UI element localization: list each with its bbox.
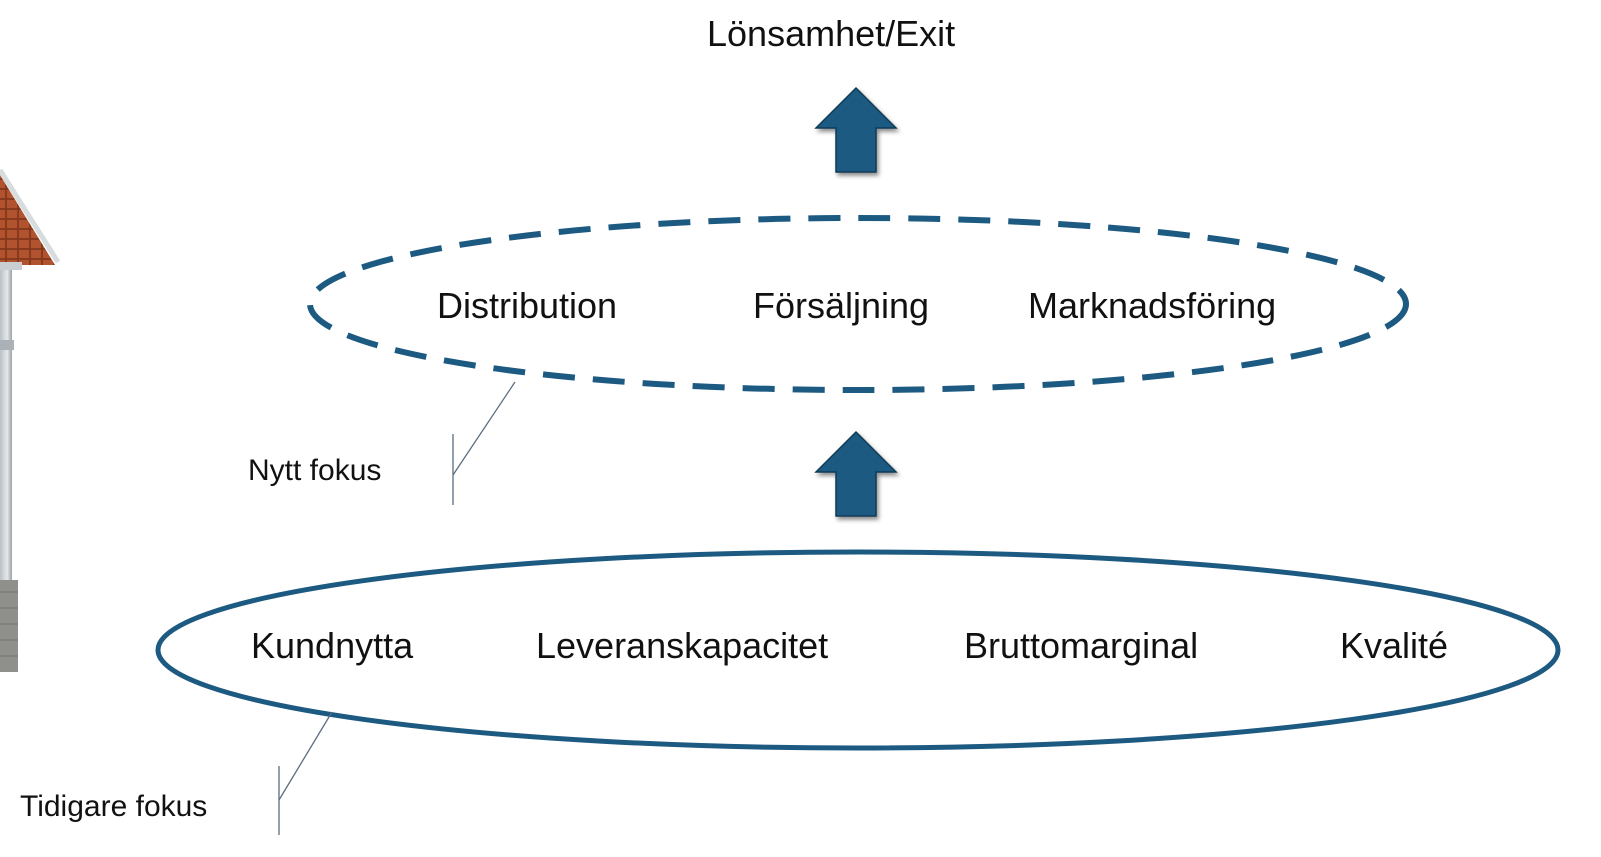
previous-focus-ellipse <box>155 549 1561 751</box>
previous-focus-item-kvalite: Kvalité <box>1340 625 1449 666</box>
new-focus-item-distribution: Distribution <box>437 285 618 326</box>
previous-focus-callout-line <box>278 711 333 835</box>
new-focus-callout-line <box>452 381 516 505</box>
new-focus-ellipse <box>307 215 1409 393</box>
previous-focus-item-leveranskapacitet: Leveranskapacitet <box>536 625 829 666</box>
top-label: Lönsamhet/Exit <box>707 13 956 54</box>
previous-focus-callout-label: Tidigare fokus <box>20 790 208 823</box>
up-arrow-icon-top <box>814 86 898 173</box>
new-focus-item-forsaljning: Försäljning <box>753 285 930 326</box>
previous-focus-item-kundnytta: Kundnytta <box>251 625 414 666</box>
new-focus-callout-label: Nytt fokus <box>248 454 382 487</box>
previous-focus-item-bruttomarginal: Bruttomarginal <box>964 625 1199 666</box>
house-illustration <box>0 168 61 672</box>
new-focus-item-marknadsforing: Marknadsföring <box>1028 285 1277 326</box>
up-arrow-icon-middle <box>814 430 898 517</box>
